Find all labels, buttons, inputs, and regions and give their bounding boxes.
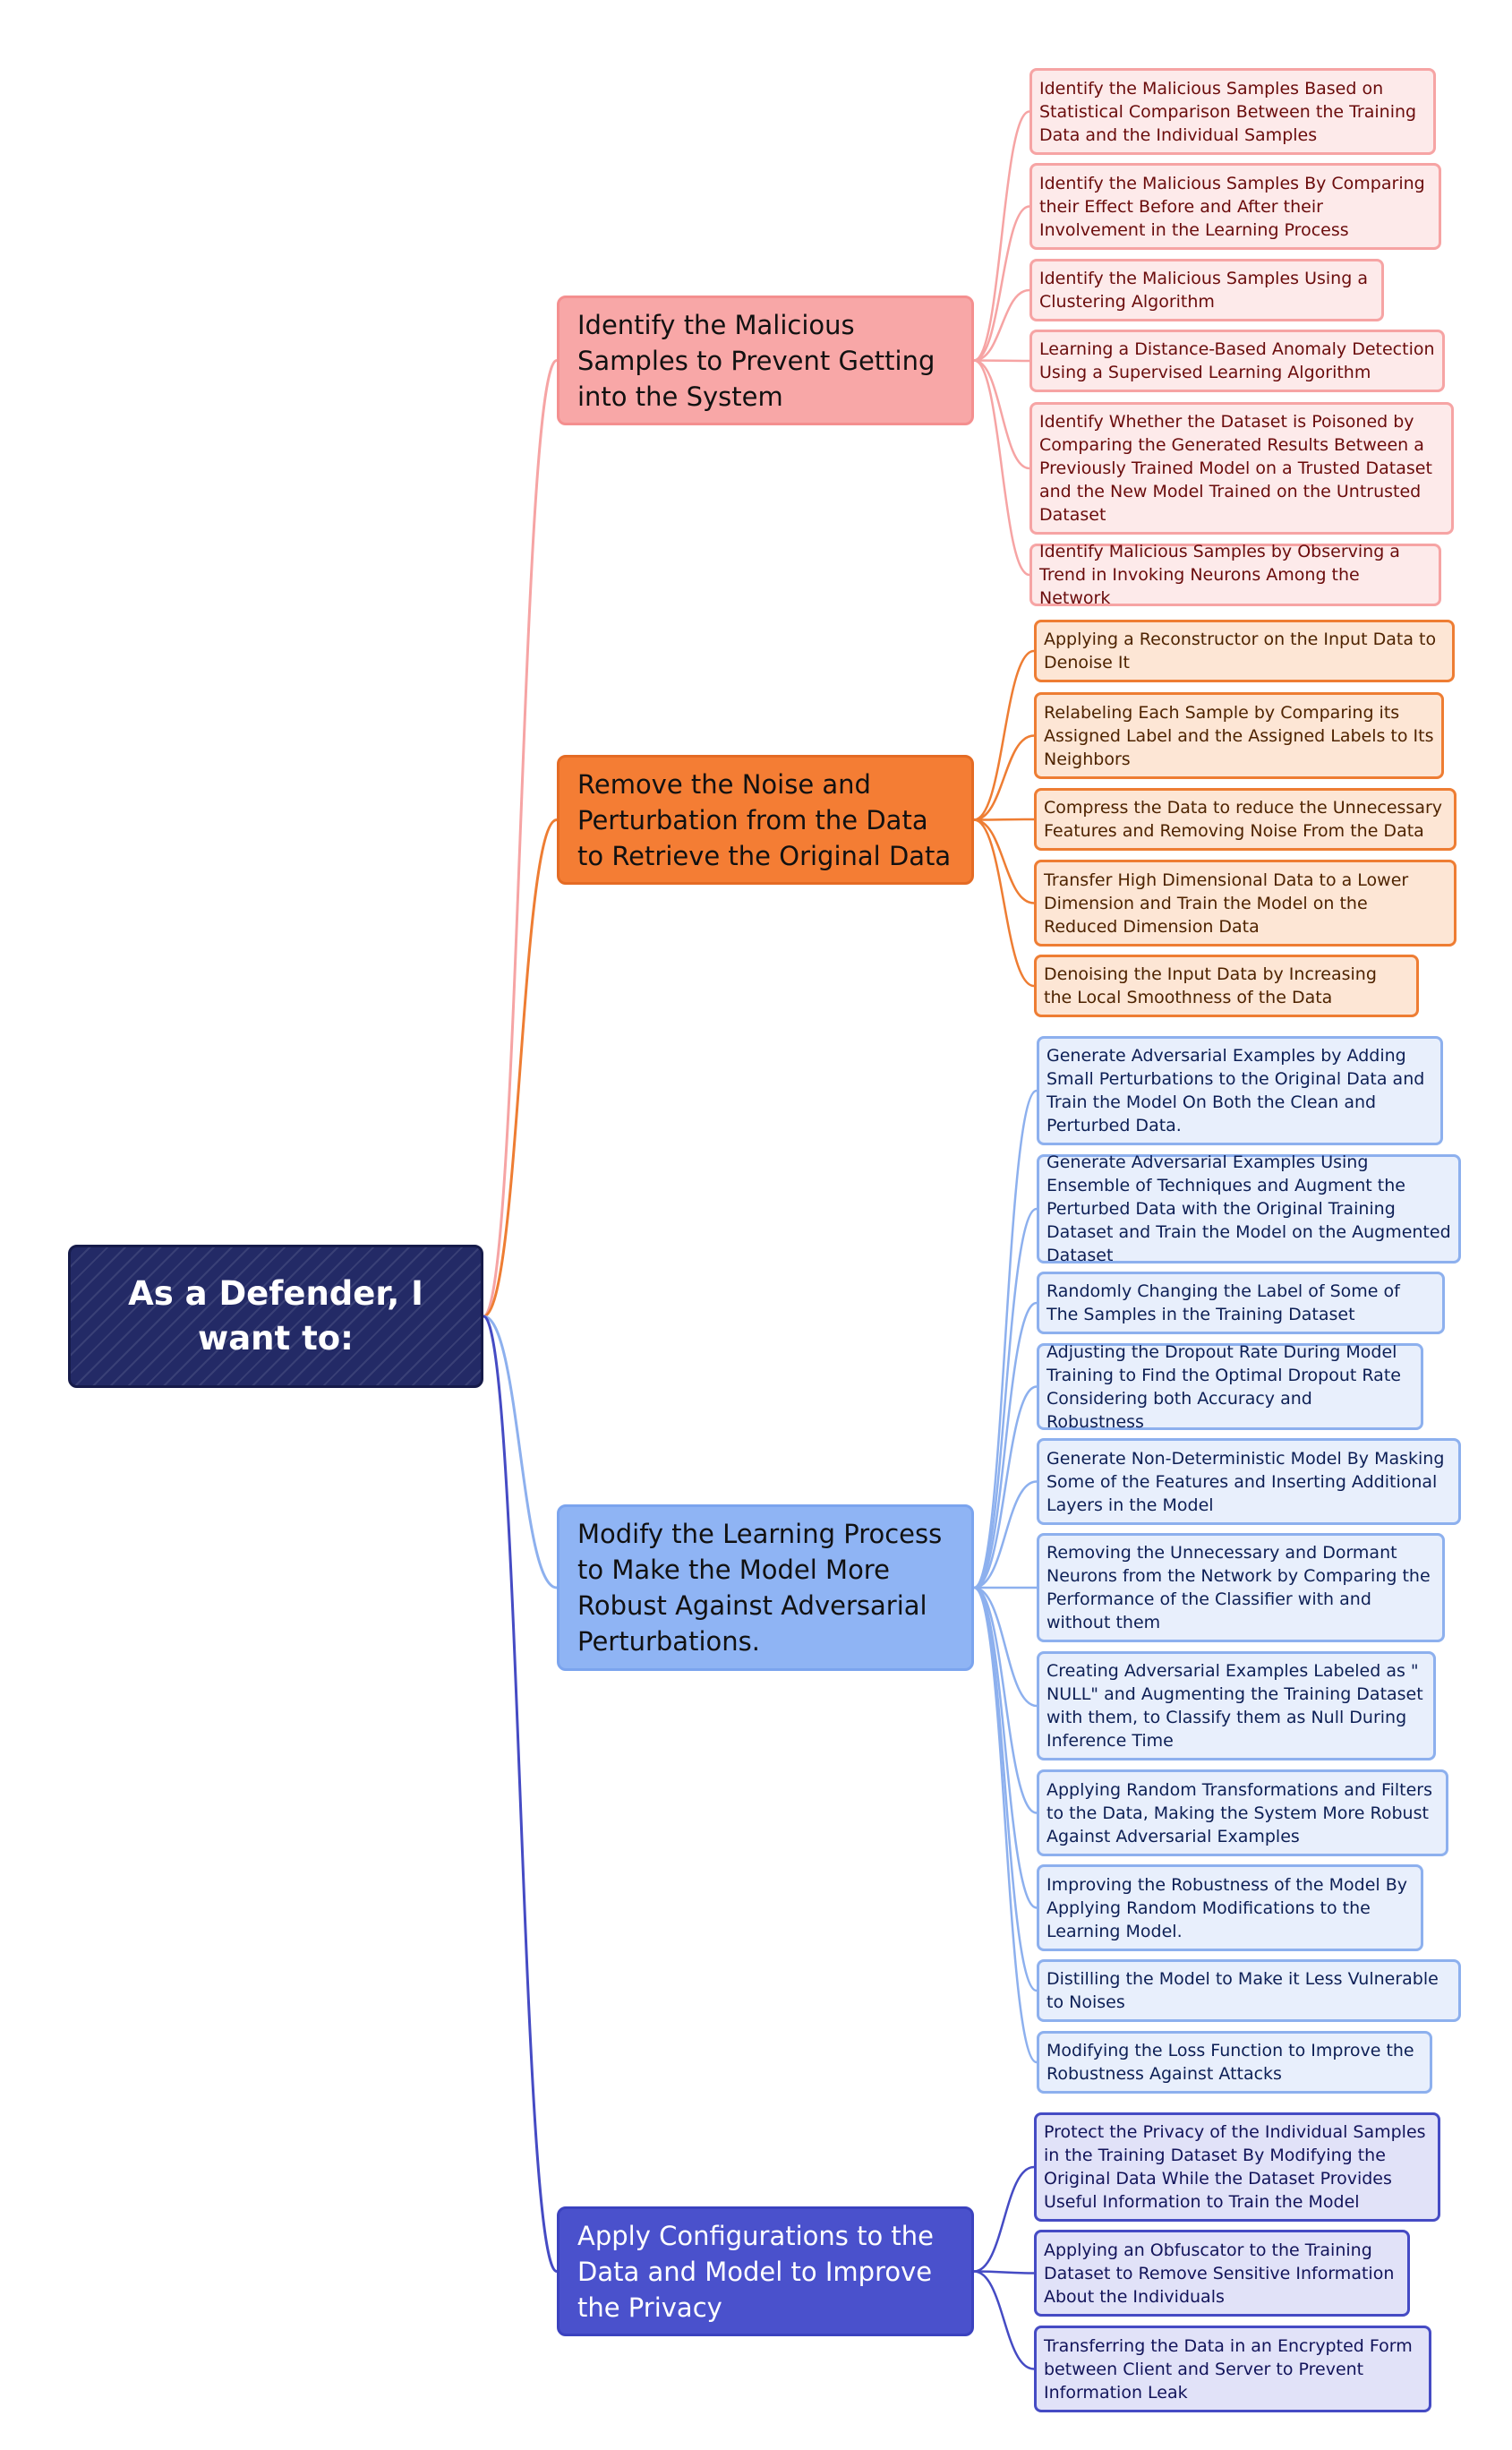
leaf-label: Applying a Reconstructor on the Input Da… [1044, 630, 1437, 672]
branch-leaf-connector [972, 2270, 1036, 2274]
root-branch-connector [482, 359, 559, 1318]
leaf-node: Randomly Changing the Label of Some of T… [1037, 1272, 1445, 1334]
leaf-node: Learning a Distance-Based Anomaly Detect… [1029, 330, 1445, 392]
branch-label: Apply Configurations to the Data and Mod… [577, 2220, 935, 2323]
leaf-label: Learning a Distance-Based Anomaly Detect… [1039, 339, 1435, 382]
branch-leaf-connector [972, 1089, 1038, 1589]
leaf-node: Transfer High Dimensional Data to a Lowe… [1034, 860, 1456, 947]
leaf-node: Identify the Malicious Samples By Compar… [1029, 163, 1441, 250]
leaf-node: Applying a Reconstructor on the Input Da… [1034, 620, 1455, 682]
leaf-label: Randomly Changing the Label of Some of T… [1046, 1281, 1400, 1324]
branch-leaf-connector [972, 818, 1036, 904]
root-branch-connector [482, 818, 559, 1318]
branch-node-apply-privacy: Apply Configurations to the Data and Mod… [557, 2206, 974, 2336]
root-branch-connector [482, 1315, 559, 1589]
leaf-label: Generate Adversarial Examples Using Ense… [1046, 1152, 1451, 1265]
branch-leaf-connector [972, 359, 1031, 363]
branch-leaf-connector [972, 1207, 1038, 1589]
branch-leaf-connector [972, 1301, 1038, 1589]
root-node: As a Defender, I want to: [68, 1245, 483, 1388]
leaf-label: Generate Adversarial Examples by Adding … [1046, 1046, 1425, 1135]
leaf-node: Modifying the Loss Function to Improve t… [1037, 2031, 1432, 2094]
leaf-node: Transferring the Data in an Encrypted Fo… [1034, 2326, 1431, 2412]
leaf-node: Creating Adversarial Examples Labeled as… [1037, 1651, 1436, 1760]
leaf-label: Distilling the Model to Make it Less Vul… [1046, 1969, 1439, 2012]
branch-leaf-connector [972, 818, 1036, 988]
leaf-label: Applying Random Transformations and Filt… [1046, 1779, 1432, 1846]
branch-leaf-connector [972, 1586, 1038, 1708]
root-label: As a Defender, I want to: [128, 1274, 423, 1358]
branch-leaf-connector [972, 734, 1036, 821]
branch-label: Remove the Noise and Perturbation from t… [577, 768, 952, 871]
leaf-node: Identify the Malicious Samples Using a C… [1029, 259, 1384, 321]
leaf-label: Adjusting the Dropout Rate During Model … [1046, 1341, 1401, 1432]
leaf-node: Relabeling Each Sample by Comparing its … [1034, 692, 1444, 779]
leaf-node: Protect the Privacy of the Individual Sa… [1034, 2112, 1440, 2222]
leaf-node: Identify Malicious Samples by Observing … [1029, 542, 1441, 608]
branch-node-remove-noise: Remove the Noise and Perturbation from t… [557, 755, 974, 885]
branch-label: Identify the Malicious Samples to Preven… [577, 309, 935, 412]
branch-leaf-connector [972, 1586, 1038, 1814]
branch-leaf-connector [972, 359, 1031, 470]
leaf-node: Identify Whether the Dataset is Poisoned… [1029, 402, 1454, 535]
branch-leaf-connector [972, 649, 1036, 821]
leaf-node: Distilling the Model to Make it Less Vul… [1037, 1959, 1461, 2022]
branch-label: Modify the Learning Process to Make the … [577, 1519, 943, 1657]
leaf-node: Improving the Robustness of the Model By… [1037, 1864, 1423, 1951]
branch-leaf-connector [972, 818, 1036, 821]
leaf-node: Denoising the Input Data by Increasing t… [1034, 955, 1419, 1017]
leaf-label: Relabeling Each Sample by Comparing its … [1044, 702, 1434, 769]
leaf-label: Protect the Privacy of the Individual Sa… [1044, 2122, 1426, 2212]
leaf-label: Creating Adversarial Examples Labeled as… [1046, 1661, 1423, 1751]
leaf-label: Identify the Malicious Samples Based on … [1039, 78, 1417, 145]
branch-leaf-connector [972, 2270, 1036, 2370]
branch-leaf-connector [972, 1586, 1038, 1909]
branch-leaf-connector [972, 288, 1031, 362]
leaf-node: Generate Non-Deterministic Model By Mask… [1037, 1438, 1461, 1525]
leaf-label: Denoising the Input Data by Increasing t… [1044, 964, 1377, 1007]
branch-node-modify-learning: Modify the Learning Process to Make the … [557, 1504, 974, 1671]
leaf-label: Applying an Obfuscator to the Training D… [1044, 2240, 1395, 2307]
leaf-node: Removing the Unnecessary and Dormant Neu… [1037, 1533, 1445, 1642]
leaf-label: Transferring the Data in an Encrypted Fo… [1044, 2335, 1413, 2403]
leaf-label: Transfer High Dimensional Data to a Lowe… [1044, 869, 1409, 937]
leaf-node: Generate Adversarial Examples by Adding … [1037, 1036, 1443, 1145]
root-branch-connector [482, 1315, 559, 2273]
branch-leaf-connector [972, 110, 1031, 362]
leaf-label: Identify the Malicious Samples By Compar… [1039, 173, 1425, 240]
leaf-node: Applying an Obfuscator to the Training D… [1034, 2230, 1410, 2317]
branch-leaf-connector [972, 1385, 1038, 1589]
branch-leaf-connector [972, 2165, 1036, 2273]
leaf-label: Identify the Malicious Samples Using a C… [1039, 269, 1368, 312]
leaf-label: Identify Whether the Dataset is Poisoned… [1039, 412, 1432, 525]
branch-node-identify-malicious: Identify the Malicious Samples to Preven… [557, 296, 974, 425]
leaf-label: Identify Malicious Samples by Observing … [1039, 542, 1400, 608]
branch-leaf-connector [972, 1480, 1038, 1589]
leaf-label: Improving the Robustness of the Model By… [1046, 1874, 1408, 1941]
branch-leaf-connector [972, 205, 1031, 362]
leaf-node: Identify the Malicious Samples Based on … [1029, 68, 1436, 155]
leaf-label: Compress the Data to reduce the Unnecess… [1044, 798, 1443, 841]
branch-leaf-connector [972, 359, 1031, 577]
leaf-label: Generate Non-Deterministic Model By Mask… [1046, 1448, 1445, 1515]
leaf-node: Generate Adversarial Examples Using Ense… [1037, 1152, 1461, 1265]
leaf-node: Adjusting the Dropout Rate During Model … [1037, 1342, 1423, 1432]
leaf-node: Compress the Data to reduce the Unnecess… [1034, 788, 1456, 851]
leaf-node: Applying Random Transformations and Filt… [1037, 1769, 1448, 1856]
leaf-label: Modifying the Loss Function to Improve t… [1046, 2041, 1414, 2084]
branch-leaf-connector [972, 1586, 1038, 2064]
leaf-label: Removing the Unnecessary and Dormant Neu… [1046, 1543, 1431, 1632]
